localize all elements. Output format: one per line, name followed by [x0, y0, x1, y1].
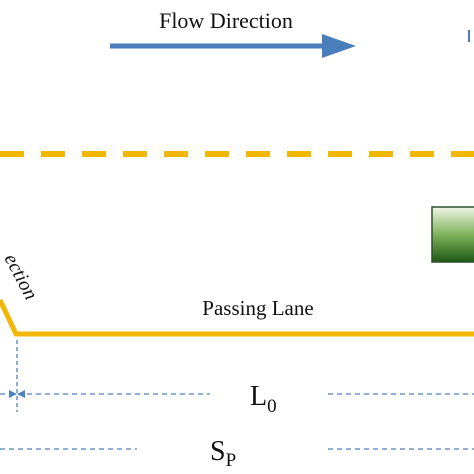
- l0-label: L0: [250, 381, 277, 417]
- passing-lane-edge-line: [0, 298, 474, 337]
- flow-direction-arrow: [110, 34, 356, 58]
- l0-left-arrowhead: [9, 390, 17, 398]
- l0-dimension: L0: [0, 340, 474, 417]
- l0-right-arrowhead: [17, 390, 25, 398]
- sp-dimension: SP: [0, 436, 474, 471]
- vehicle: [431, 206, 474, 263]
- passing-lane-label: Passing Lane: [202, 296, 313, 320]
- flow-direction-label: Flow Direction: [159, 8, 293, 33]
- transition-section-label: ection: [0, 250, 42, 303]
- sp-label: SP: [210, 436, 236, 471]
